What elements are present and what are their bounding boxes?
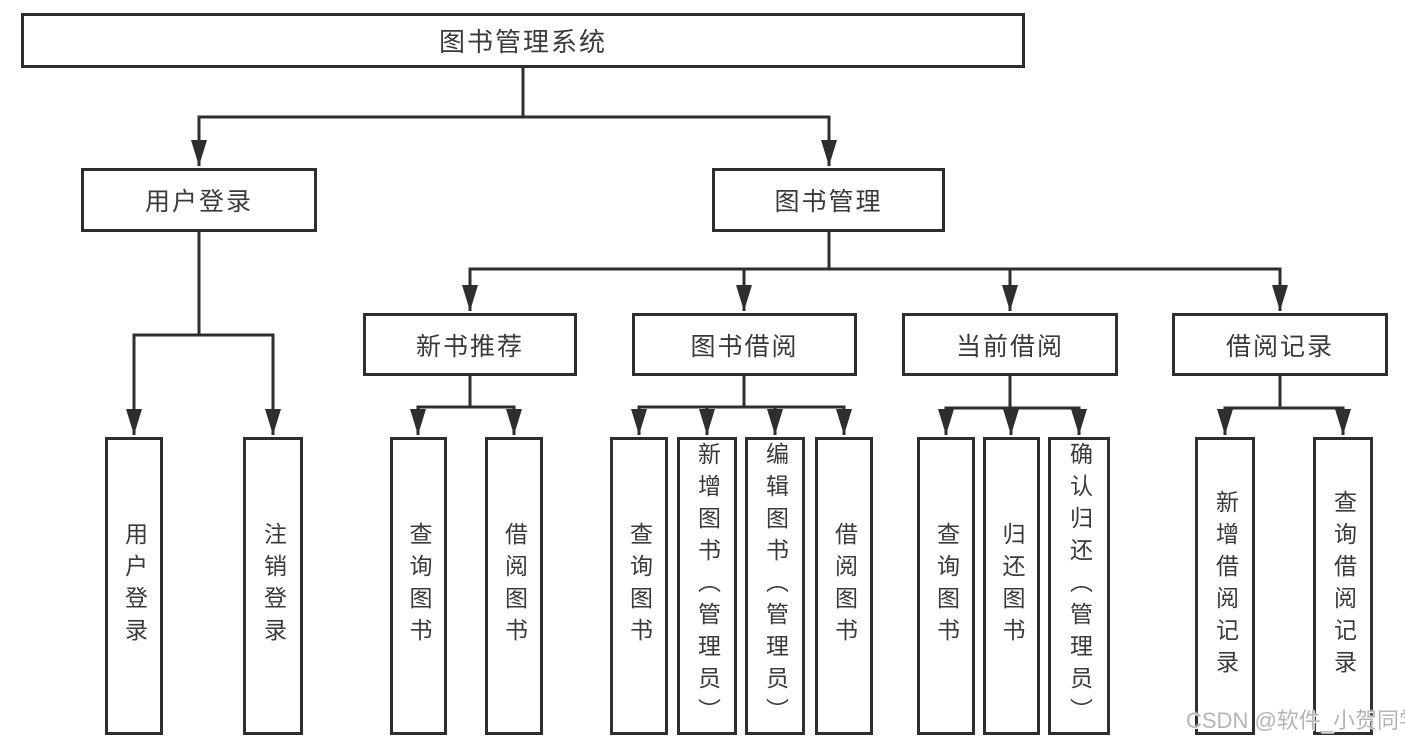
node-borrow-record: 借阅记录 (1172, 313, 1388, 376)
leaf-nb-borrow-book-label: 借阅图书 (501, 522, 528, 650)
node-root-system: 图书管理系统 (21, 13, 1025, 68)
connector-borrow-record-children (1217, 376, 1351, 435)
leaf-bb-borrow-book: 借阅图书 (815, 437, 873, 735)
leaf-bb-edit-book-admin-label: 编辑图书（管理员） (762, 442, 789, 730)
node-book-borrow-label: 图书借阅 (690, 332, 799, 361)
csdn-watermark: CSDN @软件_小贺同学 (1186, 708, 1405, 733)
leaf-cb-confirm-return-admin-label: 确认归还（管理员） (1066, 442, 1093, 730)
node-root-system-label: 图书管理系统 (438, 27, 607, 57)
connector-new-book-children (410, 376, 522, 435)
leaf-logout: 注销登录 (243, 437, 303, 735)
leaf-bb-borrow-book-label: 借阅图书 (831, 522, 858, 650)
leaf-cb-confirm-return-admin: 确认归还（管理员） (1048, 437, 1110, 735)
node-book-mgmt-label: 图书管理 (774, 188, 883, 216)
node-book-borrow: 图书借阅 (632, 313, 857, 376)
leaf-logout-label: 注销登录 (260, 522, 287, 650)
leaf-bb-edit-book-admin: 编辑图书（管理员） (745, 437, 805, 735)
connector-book-mgmt-to-level3 (462, 232, 1288, 311)
leaf-bb-add-book-admin-label: 新增图书（管理员） (694, 442, 721, 730)
leaf-user-login-label: 用户登录 (121, 522, 148, 650)
leaf-br-add-record-label: 新增借阅记录 (1212, 490, 1239, 682)
leaf-bb-add-book-admin: 新增图书（管理员） (677, 437, 737, 735)
connector-root-to-level2 (191, 68, 837, 166)
leaf-cb-return-book-label: 归还图书 (999, 522, 1025, 650)
leaf-cb-return-book: 归还图书 (983, 437, 1040, 735)
leaf-nb-query-book: 查询图书 (390, 437, 447, 735)
leaf-nb-query-book-label: 查询图书 (406, 522, 432, 650)
node-current-borrow: 当前借阅 (902, 313, 1118, 376)
leaf-cb-query-book: 查询图书 (917, 437, 975, 735)
leaf-user-login: 用户登录 (105, 437, 163, 735)
leaf-bb-query-book-label: 查询图书 (626, 522, 653, 650)
node-current-borrow-label: 当前借阅 (955, 332, 1064, 361)
node-borrow-record-label: 借阅记录 (1225, 332, 1334, 361)
connector-user-login-children (126, 232, 281, 435)
leaf-br-query-record: 查询借阅记录 (1313, 437, 1373, 735)
leaf-cb-query-book-label: 查询图书 (933, 522, 960, 650)
node-book-mgmt: 图书管理 (712, 168, 945, 232)
leaf-bb-query-book: 查询图书 (610, 437, 668, 735)
leaf-br-add-record: 新增借阅记录 (1195, 437, 1255, 735)
leaf-nb-borrow-book: 借阅图书 (485, 437, 543, 735)
connector-book-borrow-children (631, 376, 852, 435)
connector-current-borrow-children (938, 376, 1087, 435)
node-new-book-recommend: 新书推荐 (363, 313, 577, 376)
node-new-book-recommend-label: 新书推荐 (415, 332, 524, 361)
node-user-login: 用户登录 (81, 168, 317, 232)
leaf-br-query-record-label: 查询借阅记录 (1330, 490, 1357, 682)
node-user-login-label: 用户登录 (144, 188, 253, 216)
